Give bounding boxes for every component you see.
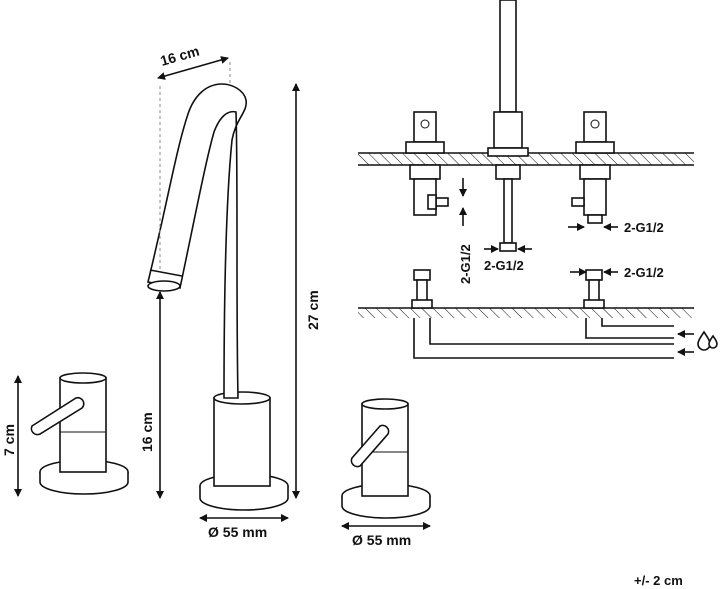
spout-diameter-label: Ø 55 mm <box>208 524 267 540</box>
spout-reach-label: 16 cm <box>158 43 201 69</box>
center-outlet-label: 2-G1/2 <box>484 258 524 273</box>
right-inlet-label: 2-G1/2 <box>624 220 664 235</box>
installation-view-top <box>358 0 694 252</box>
hose-connector-label: 2-G1/2 <box>624 265 664 280</box>
left-inlet-label: 2-G1/2 <box>458 244 473 284</box>
handle-diameter-label: Ø 55 mm <box>352 532 411 548</box>
installation-view-bottom <box>358 269 694 359</box>
right-handle-drawing <box>341 398 431 519</box>
total-height-label: 27 cm <box>305 290 321 330</box>
spout-height-label: 16 cm <box>139 412 155 452</box>
left-handle-drawing <box>30 372 129 495</box>
spout-reach-arrow <box>157 56 229 80</box>
spout-drawing <box>147 83 289 511</box>
handle-height-label: 7 cm <box>1 424 17 456</box>
water-drops-icon <box>697 330 718 351</box>
tolerance-note: +/- 2 cm <box>634 573 683 588</box>
